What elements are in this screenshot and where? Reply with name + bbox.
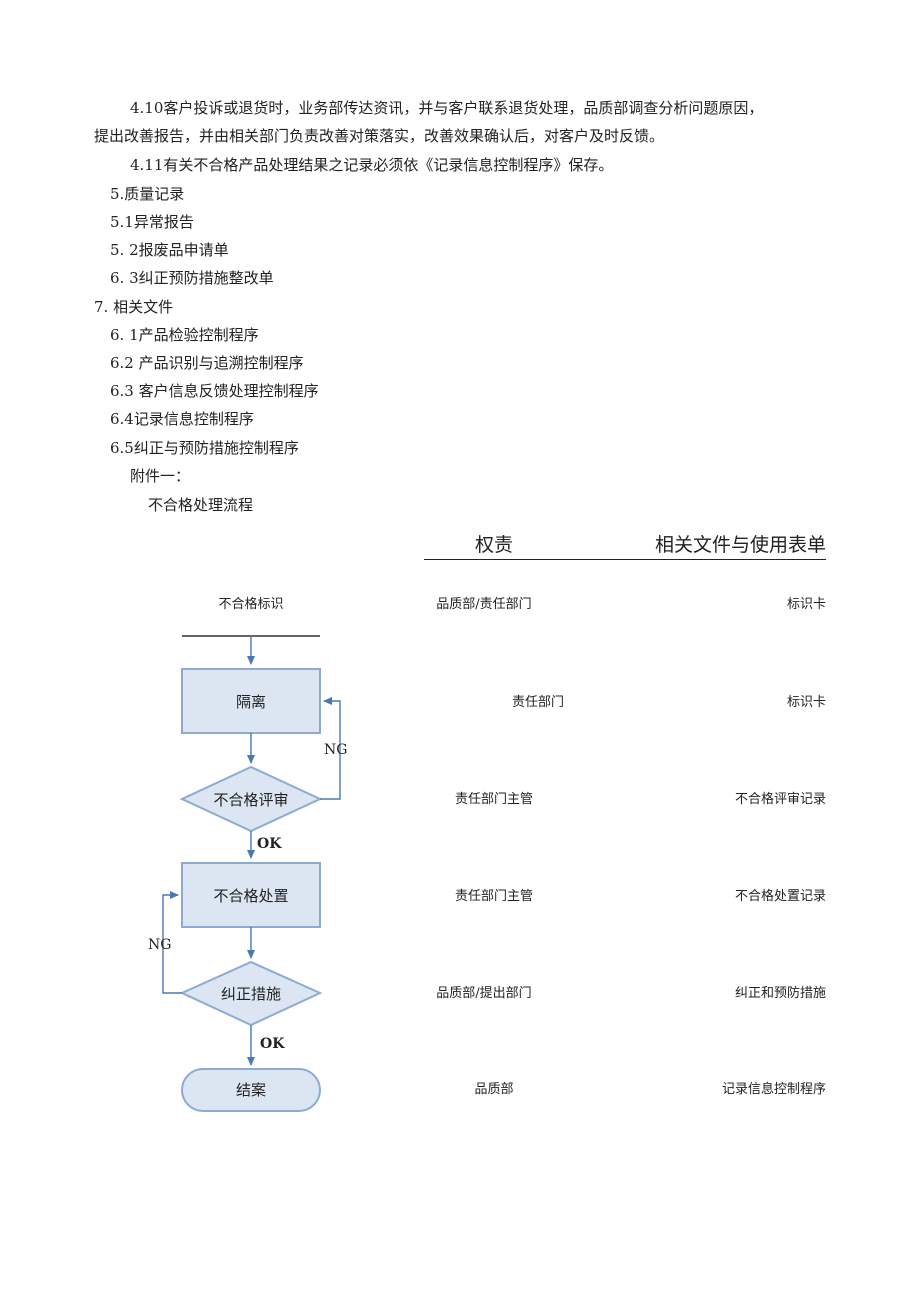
item-6-5: 6.5纠正与预防措施控制程序	[110, 439, 299, 457]
attachment-label: 附件一：	[130, 467, 191, 485]
ok-label-1: OK	[257, 836, 282, 852]
review-label: 不合格评审	[213, 791, 288, 809]
item-6-3: 6. 3纠正预防措施整改单	[110, 269, 274, 287]
row6-authority: 品质部	[474, 1082, 514, 1097]
row6-doc: 记录信息控制程序	[721, 1082, 826, 1097]
row2-authority: 责任部门	[511, 695, 564, 710]
section-7-heading: 7. 相关文件	[94, 298, 174, 316]
row3-authority: 责任部门主管	[454, 792, 533, 807]
item-6-4: 6.4记录信息控制程序	[110, 410, 254, 428]
item-5-1: 5.1异常报告	[110, 213, 194, 231]
row5-authority: 品质部/提出部门	[436, 986, 532, 1001]
arrow-review-ng-loop	[320, 697, 341, 800]
row1-doc: 标识卡	[786, 597, 826, 612]
section-5-heading: 5.质量记录	[110, 185, 185, 203]
ng-label-1: NG	[324, 742, 347, 758]
isolate-label: 隔离	[236, 693, 266, 711]
start-label: 不合格标识	[218, 597, 284, 612]
header-documents: 相关文件与使用表单	[564, 533, 826, 560]
paragraph-4-10-b: 提出改善报告，并由相关部门负责改善对策落实，改善效果确认后，对客户及时反馈。	[94, 127, 665, 145]
row5-doc: 纠正和预防措施	[734, 986, 826, 1001]
row4-doc: 不合格处置记录	[734, 889, 826, 904]
correct-label: 纠正措施	[221, 985, 281, 1003]
dispose-label: 不合格处置	[213, 887, 288, 905]
paragraph-4-11: 4.11有关不合格产品处理结果之记录必须依《记录信息控制程序》保存。	[130, 156, 614, 174]
row4-authority: 责任部门主管	[454, 889, 533, 904]
close-label: 结案	[236, 1081, 266, 1099]
item-6-2: 6.2 产品识别与追溯控制程序	[110, 354, 304, 372]
item-5-2: 5. 2报废品申请单	[110, 241, 229, 259]
row3-doc: 不合格评审记录	[734, 792, 826, 807]
item-6-3b: 6.3 客户信息反馈处理控制程序	[110, 382, 319, 400]
row2-doc: 标识卡	[786, 695, 826, 710]
ng-label-2: NG	[148, 937, 171, 953]
row1-authority: 品质部/责任部门	[436, 597, 532, 612]
flow-title: 不合格处理流程	[148, 496, 254, 514]
header-authority: 权责	[424, 533, 564, 560]
item-6-1: 6. 1产品检验控制程序	[110, 326, 259, 344]
isolate-box	[181, 668, 321, 734]
arrow-correct-ng-loop	[162, 891, 182, 994]
paragraph-4-10-a: 4.10客户投诉或退货时，业务部传达资讯，并与客户联系退货处理，品质部调查分析问…	[130, 99, 764, 117]
close-terminator	[181, 1068, 321, 1112]
ok-label-2: OK	[260, 1036, 285, 1052]
